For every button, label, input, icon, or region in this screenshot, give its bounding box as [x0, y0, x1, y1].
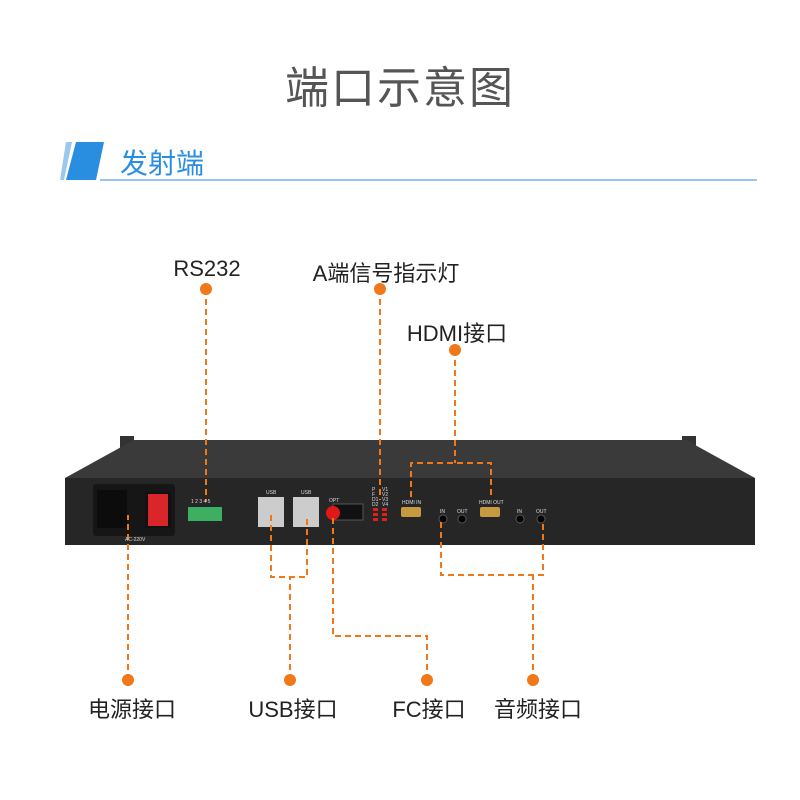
power-switch[interactable] [148, 494, 168, 526]
led-dot [374, 283, 386, 295]
audio-in2-label: IN [517, 509, 522, 515]
label-rs232: RS232 [173, 256, 241, 281]
hdmi-bracket [410, 462, 492, 497]
audio-out2-label: OUT [536, 509, 547, 515]
audio-out1-label: OUT [457, 509, 468, 515]
device-top [65, 440, 755, 478]
section-title: 发射端 [120, 148, 205, 179]
usb-port-1[interactable] [258, 497, 284, 527]
section-marker-accent [60, 142, 72, 180]
audio-in-1[interactable] [438, 514, 448, 524]
led-right-label: V1 V2 V3 V4 [382, 487, 389, 508]
opt-label: OPT [329, 498, 340, 504]
rs232-dot [200, 283, 212, 295]
usb1-label: USB [266, 490, 277, 496]
section-marker-icon [66, 142, 104, 180]
audio-in1-label: IN [440, 509, 445, 515]
power-dot [122, 674, 134, 686]
usb-bracket [270, 515, 308, 578]
label-usb: USB接口 [248, 697, 338, 722]
audio-in-2[interactable] [515, 514, 525, 524]
label-led: A端信号指示灯 [312, 261, 460, 286]
label-hdmi: HDMI接口 [406, 321, 508, 346]
device [65, 436, 755, 545]
rs232-terminal[interactable] [188, 507, 222, 521]
audio-dot [527, 674, 539, 686]
power-label: AC-220V [125, 537, 146, 543]
hdmi-out-label: HDMI OUT [479, 500, 504, 506]
fc-dot [421, 674, 433, 686]
page-title: 端口示意图 [285, 64, 515, 113]
label-power: 电源接口 [87, 697, 177, 722]
hdmi-in-label: HDMI IN [402, 500, 422, 506]
fc-line [332, 518, 428, 680]
terminal-pin-label: 1 2 3 4 5 [191, 499, 211, 505]
hdmi-dot [449, 344, 461, 356]
led-left-label: P F D1 D2 [372, 487, 379, 508]
label-fc: FC接口 [392, 697, 466, 722]
label-audio: 音频接口 [493, 697, 583, 722]
audio-bracket [440, 522, 544, 576]
callout-dots [122, 283, 539, 686]
hdmi-in-port[interactable] [401, 507, 421, 517]
audio-out-1[interactable] [457, 514, 467, 524]
usb-dot [284, 674, 296, 686]
led-indicators [373, 508, 387, 521]
hdmi-out-port[interactable] [480, 507, 500, 517]
audio-out-2[interactable] [536, 514, 546, 524]
usb2-label: USB [301, 490, 312, 496]
fc-port[interactable] [326, 506, 340, 520]
callout-lines [127, 289, 544, 680]
